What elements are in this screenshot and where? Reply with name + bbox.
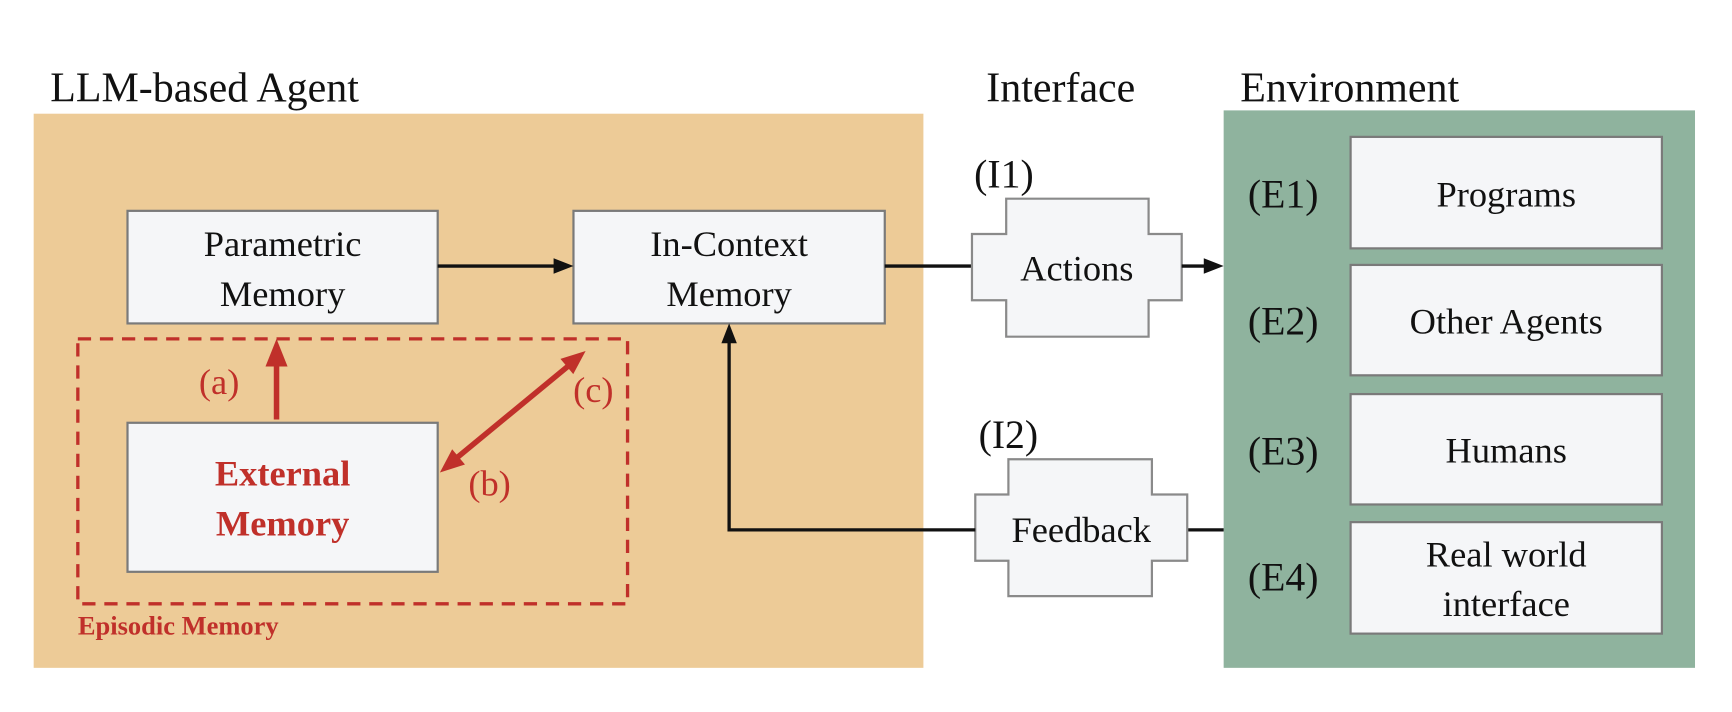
arrow-label-b: (b)	[468, 464, 510, 504]
external-memory-rect	[126, 421, 439, 573]
arrow-a-head	[265, 338, 288, 367]
programs-label: Programs	[1436, 174, 1576, 214]
parametric-memory-label-line2: Memory	[220, 274, 346, 314]
environment-item-other-agents: (E2) Other Agents	[1248, 263, 1663, 377]
actions-label: Actions	[1020, 248, 1133, 288]
arrow-b-head	[439, 449, 465, 473]
environment-title: Environment	[1240, 66, 1459, 112]
environment-id-e3: (E3)	[1248, 430, 1319, 474]
episodic-memory-label: Episodic Memory	[78, 611, 279, 641]
episodic-memory-region	[76, 337, 630, 606]
real-world-interface-label-line1: Real world	[1426, 534, 1587, 574]
arrow-a-external-to-parametric	[265, 338, 288, 420]
arrow-actions-to-environment-head	[1203, 258, 1224, 274]
arrow-feedback-to-in-context-head	[721, 323, 737, 344]
feedback-label: Feedback	[1012, 510, 1152, 550]
interface-title: Interface	[986, 66, 1135, 112]
arrow-parametric-to-in-context	[437, 258, 574, 274]
humans-box	[1349, 392, 1663, 506]
actions-node: Actions	[970, 197, 1183, 338]
parametric-memory-label-line1: Parametric	[204, 224, 362, 264]
environment-item-humans: (E3) Humans	[1248, 392, 1663, 506]
parametric-memory-box: Parametric Memory	[126, 209, 439, 325]
humans-label: Humans	[1446, 431, 1567, 471]
arrow-bc-shaft	[454, 363, 571, 461]
environment-id-e4: (E4)	[1248, 556, 1319, 600]
arrow-actions-to-environment	[1181, 258, 1224, 274]
external-memory-box: External Memory	[126, 421, 439, 573]
other-agents-box	[1349, 263, 1663, 377]
real-world-interface-box	[1349, 521, 1663, 635]
in-context-memory-label-line1: In-Context	[650, 224, 808, 264]
agent-panel	[33, 113, 924, 668]
programs-box	[1349, 135, 1663, 250]
interface-id-i1: (I1)	[974, 153, 1034, 197]
arrow-label-a: (a)	[199, 362, 239, 402]
arrow-label-c: (c)	[573, 370, 613, 410]
arrow-feedback-to-in-context-shaft	[727, 341, 976, 532]
feedback-shape	[974, 458, 1189, 598]
in-context-memory-rect	[572, 209, 886, 325]
arrow-c-head	[560, 351, 586, 375]
actions-shape	[970, 197, 1183, 338]
environment-id-e2: (E2)	[1248, 299, 1319, 343]
arrow-parametric-to-in-context-head	[553, 258, 574, 274]
external-memory-label-line1: External	[215, 454, 350, 494]
interface-id-i2: (I2)	[979, 413, 1039, 457]
real-world-interface-label-line2: interface	[1443, 584, 1570, 624]
other-agents-label: Other Agents	[1410, 301, 1603, 341]
environment-id-e1: (E1)	[1248, 173, 1319, 217]
parametric-memory-rect	[126, 209, 439, 325]
in-context-memory-label-line2: Memory	[666, 274, 792, 314]
arrow-bc-external-in-context	[439, 351, 586, 473]
environment-item-real-world-interface: (E4) Real world interface	[1248, 521, 1663, 635]
environment-item-programs: (E1) Programs	[1248, 135, 1663, 250]
arrow-feedback-to-in-context	[721, 323, 976, 532]
external-memory-label-line2: Memory	[216, 503, 349, 543]
agent-title: LLM-based Agent	[50, 66, 359, 112]
feedback-node: Feedback	[974, 458, 1189, 598]
in-context-memory-box: In-Context Memory	[572, 209, 886, 325]
